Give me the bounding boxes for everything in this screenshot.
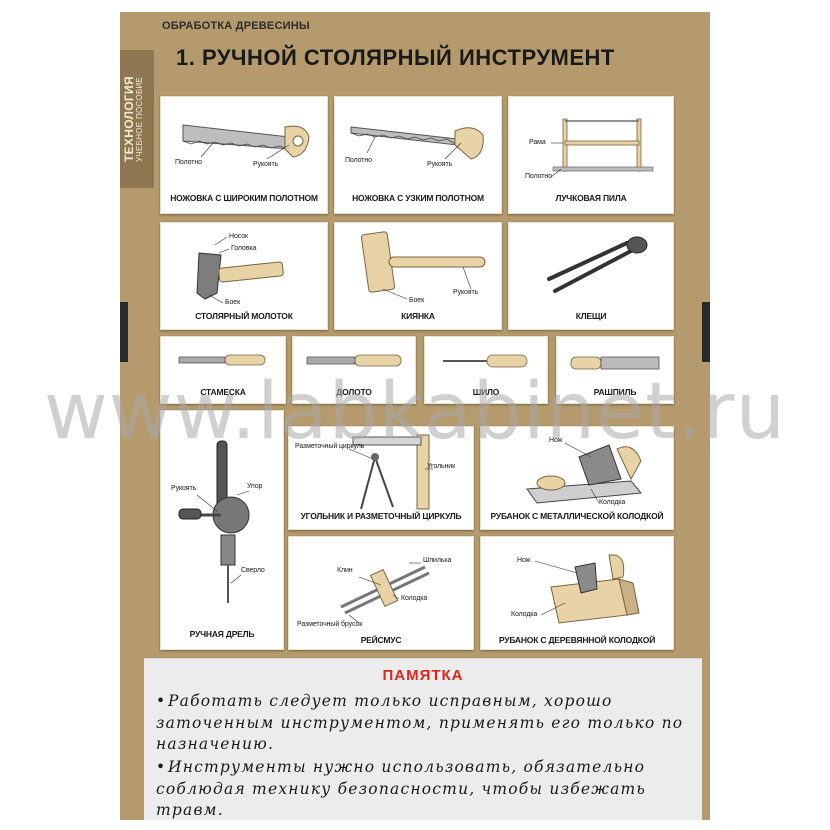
card-plane-metal: Нож Колодка РУБАНОК С МЕТАЛЛИЧЕСКОЙ КОЛО…	[480, 426, 674, 530]
edge-mark-right	[702, 302, 710, 362]
label-handle: Рукоять	[427, 161, 453, 168]
memo-item: •Инструменты нужно использовать, обязате…	[156, 757, 686, 820]
bullet-icon: •	[156, 692, 167, 710]
watermark: www.labkabinet.ru	[43, 367, 787, 457]
saw-wide-illustration	[182, 124, 310, 160]
pincers-illustration	[547, 236, 648, 293]
card-saw-wide: Полотно Рукоять НОЖОВКА С ШИРОКИМ ПОЛОТН…	[160, 96, 328, 214]
card-rasp: РАШПИЛЬ	[556, 336, 674, 404]
label-block: Колодка	[599, 499, 626, 506]
label-head: Головка	[231, 245, 257, 252]
memo-item-text: Инструменты нужно использовать, обязател…	[156, 758, 647, 819]
label-blade: Полотно	[525, 173, 552, 180]
memo-panel: ПАМЯТКА •Работать следует только исправн…	[144, 658, 702, 820]
sidebar-subject: ТЕХНОЛОГИЯ	[122, 76, 136, 162]
label-face: Боек	[409, 297, 425, 304]
label-nose: Носок	[229, 233, 248, 240]
card-pincers: КЛЕЩИ	[508, 222, 674, 330]
caption-saw-wide: НОЖОВКА С ШИРОКИМ ПОЛОТНОМ	[170, 193, 318, 203]
caption-plane-wood: РУБАНОК С ДЕРЕВЯННОЙ КОЛОДКОЙ	[498, 635, 656, 645]
label-block: Колодка	[401, 595, 428, 602]
plane-wood-illustration	[534, 554, 640, 624]
label-wedge: Клин	[337, 567, 353, 574]
memo-item-text: Работать следует только исправным, хорош…	[156, 692, 684, 753]
card-saw-narrow: Полотно Рукоять НОЖОВКА С УЗКИМ ПОЛОТНОМ	[334, 96, 502, 214]
caption-gauge: РЕЙСМУС	[360, 635, 402, 645]
caption-chisel2: ДОЛОТО	[336, 387, 372, 397]
caption-bow-saw: ЛУЧКОВАЯ ПИЛА	[555, 193, 627, 203]
mallet-illustration	[360, 231, 486, 300]
caption-hammer: СТОЛЯРНЫЙ МОЛОТОК	[195, 311, 293, 321]
label-stop: Упор	[247, 483, 263, 490]
bow-saw-illustration	[550, 118, 654, 178]
label-knife: Нож	[549, 437, 563, 444]
page-title: 1. РУЧНОЙ СТОЛЯРНЫЙ ИНСТРУМЕНТ	[176, 45, 615, 70]
sidebar-label: ТЕХНОЛОГИЯ УЧЕБНОЕ ПОСОБИЕ	[122, 32, 151, 162]
drill-illustration	[178, 440, 250, 603]
sidebar-subtitle: УЧЕБНОЕ ПОСОБИЕ	[134, 76, 144, 162]
label-knife: Нож	[517, 557, 531, 564]
label-blade: Полотно	[175, 159, 202, 166]
memo-title: ПАМЯТКА	[382, 667, 464, 684]
label-bit: Сверло	[241, 567, 265, 574]
card-chisel2: ДОЛОТО	[292, 336, 416, 404]
card-bow-saw: Рама Полотно ЛУЧКОВАЯ ПИЛА	[508, 96, 674, 214]
label-frame: Рама	[529, 139, 546, 146]
caption-saw-narrow: НОЖОВКА С УЗКИМ ПОЛОТНОМ	[352, 193, 484, 203]
label-face: Боек	[225, 299, 241, 306]
label-square: Угольник	[427, 463, 456, 470]
rasp-illustration	[570, 356, 660, 370]
card-square: Разметочный циркуль Угольник УГОЛЬНИК И …	[288, 426, 474, 530]
awl-illustration	[443, 354, 528, 368]
card-mallet: Боек Рукоять КИЯНКА	[334, 222, 502, 330]
section-label: ОБРАБОТКА ДРЕВЕСИНЫ	[162, 20, 310, 32]
caption-chisel: СТАМЕСКА	[200, 387, 246, 397]
caption-drill: РУЧНАЯ ДРЕЛЬ	[189, 629, 255, 639]
square-illustration	[348, 434, 433, 510]
label-handle: Рукоять	[453, 289, 479, 296]
bullet-icon: •	[156, 758, 167, 776]
caption-square: УГОЛЬНИК И РАЗМЕТОЧНЫЙ ЦИРКУЛЬ	[300, 511, 462, 521]
card-gauge: Клин Шпилька Колодка Разметочный брусок …	[288, 536, 474, 650]
caption-pincers: КЛЕЩИ	[575, 311, 607, 321]
label-block: Колодка	[511, 611, 538, 618]
label-compass: Разметочный циркуль	[295, 443, 365, 450]
label-bar: Разметочный брусок	[297, 621, 363, 628]
label-handle: Рукоять	[253, 161, 279, 168]
card-drill: Рукоять Упор Сверло РУЧНАЯ ДРЕЛЬ	[160, 410, 284, 650]
card-awl: ШИЛО	[424, 336, 548, 404]
gauge-illustration	[340, 562, 430, 624]
chisel2-illustration	[306, 354, 402, 367]
poster: ТЕХНОЛОГИЯ УЧЕБНОЕ ПОСОБИЕ ОБРАБОТКА ДРЕ…	[120, 12, 710, 820]
card-hammer: Носок Головка Боек СТОЛЯРНЫЙ МОЛОТОК	[160, 222, 328, 330]
chisel-illustration	[178, 354, 266, 366]
hammer-illustration	[196, 236, 284, 304]
label-blade: Полотно	[345, 157, 372, 164]
caption-rasp: РАШПИЛЬ	[593, 387, 637, 397]
saw-narrow-illustration	[350, 126, 484, 160]
caption-plane-metal: РУБАНОК С МЕТАЛЛИЧЕСКОЙ КОЛОДКОЙ	[490, 511, 664, 521]
caption-mallet: КИЯНКА	[401, 311, 435, 321]
edge-mark-left	[120, 302, 128, 362]
card-plane-wood: Нож Колодка РУБАНОК С ДЕРЕВЯННОЙ КОЛОДКО…	[480, 536, 674, 650]
card-chisel: СТАМЕСКА	[160, 336, 286, 404]
caption-awl: ШИЛО	[472, 387, 500, 397]
plane-metal-illustration	[526, 442, 642, 504]
sidebar-tab	[120, 50, 154, 188]
label-handle: Рукоять	[171, 485, 197, 492]
memo-item: •Работать следует только исправным, хоро…	[156, 691, 686, 756]
label-pin: Шпилька	[423, 557, 452, 564]
